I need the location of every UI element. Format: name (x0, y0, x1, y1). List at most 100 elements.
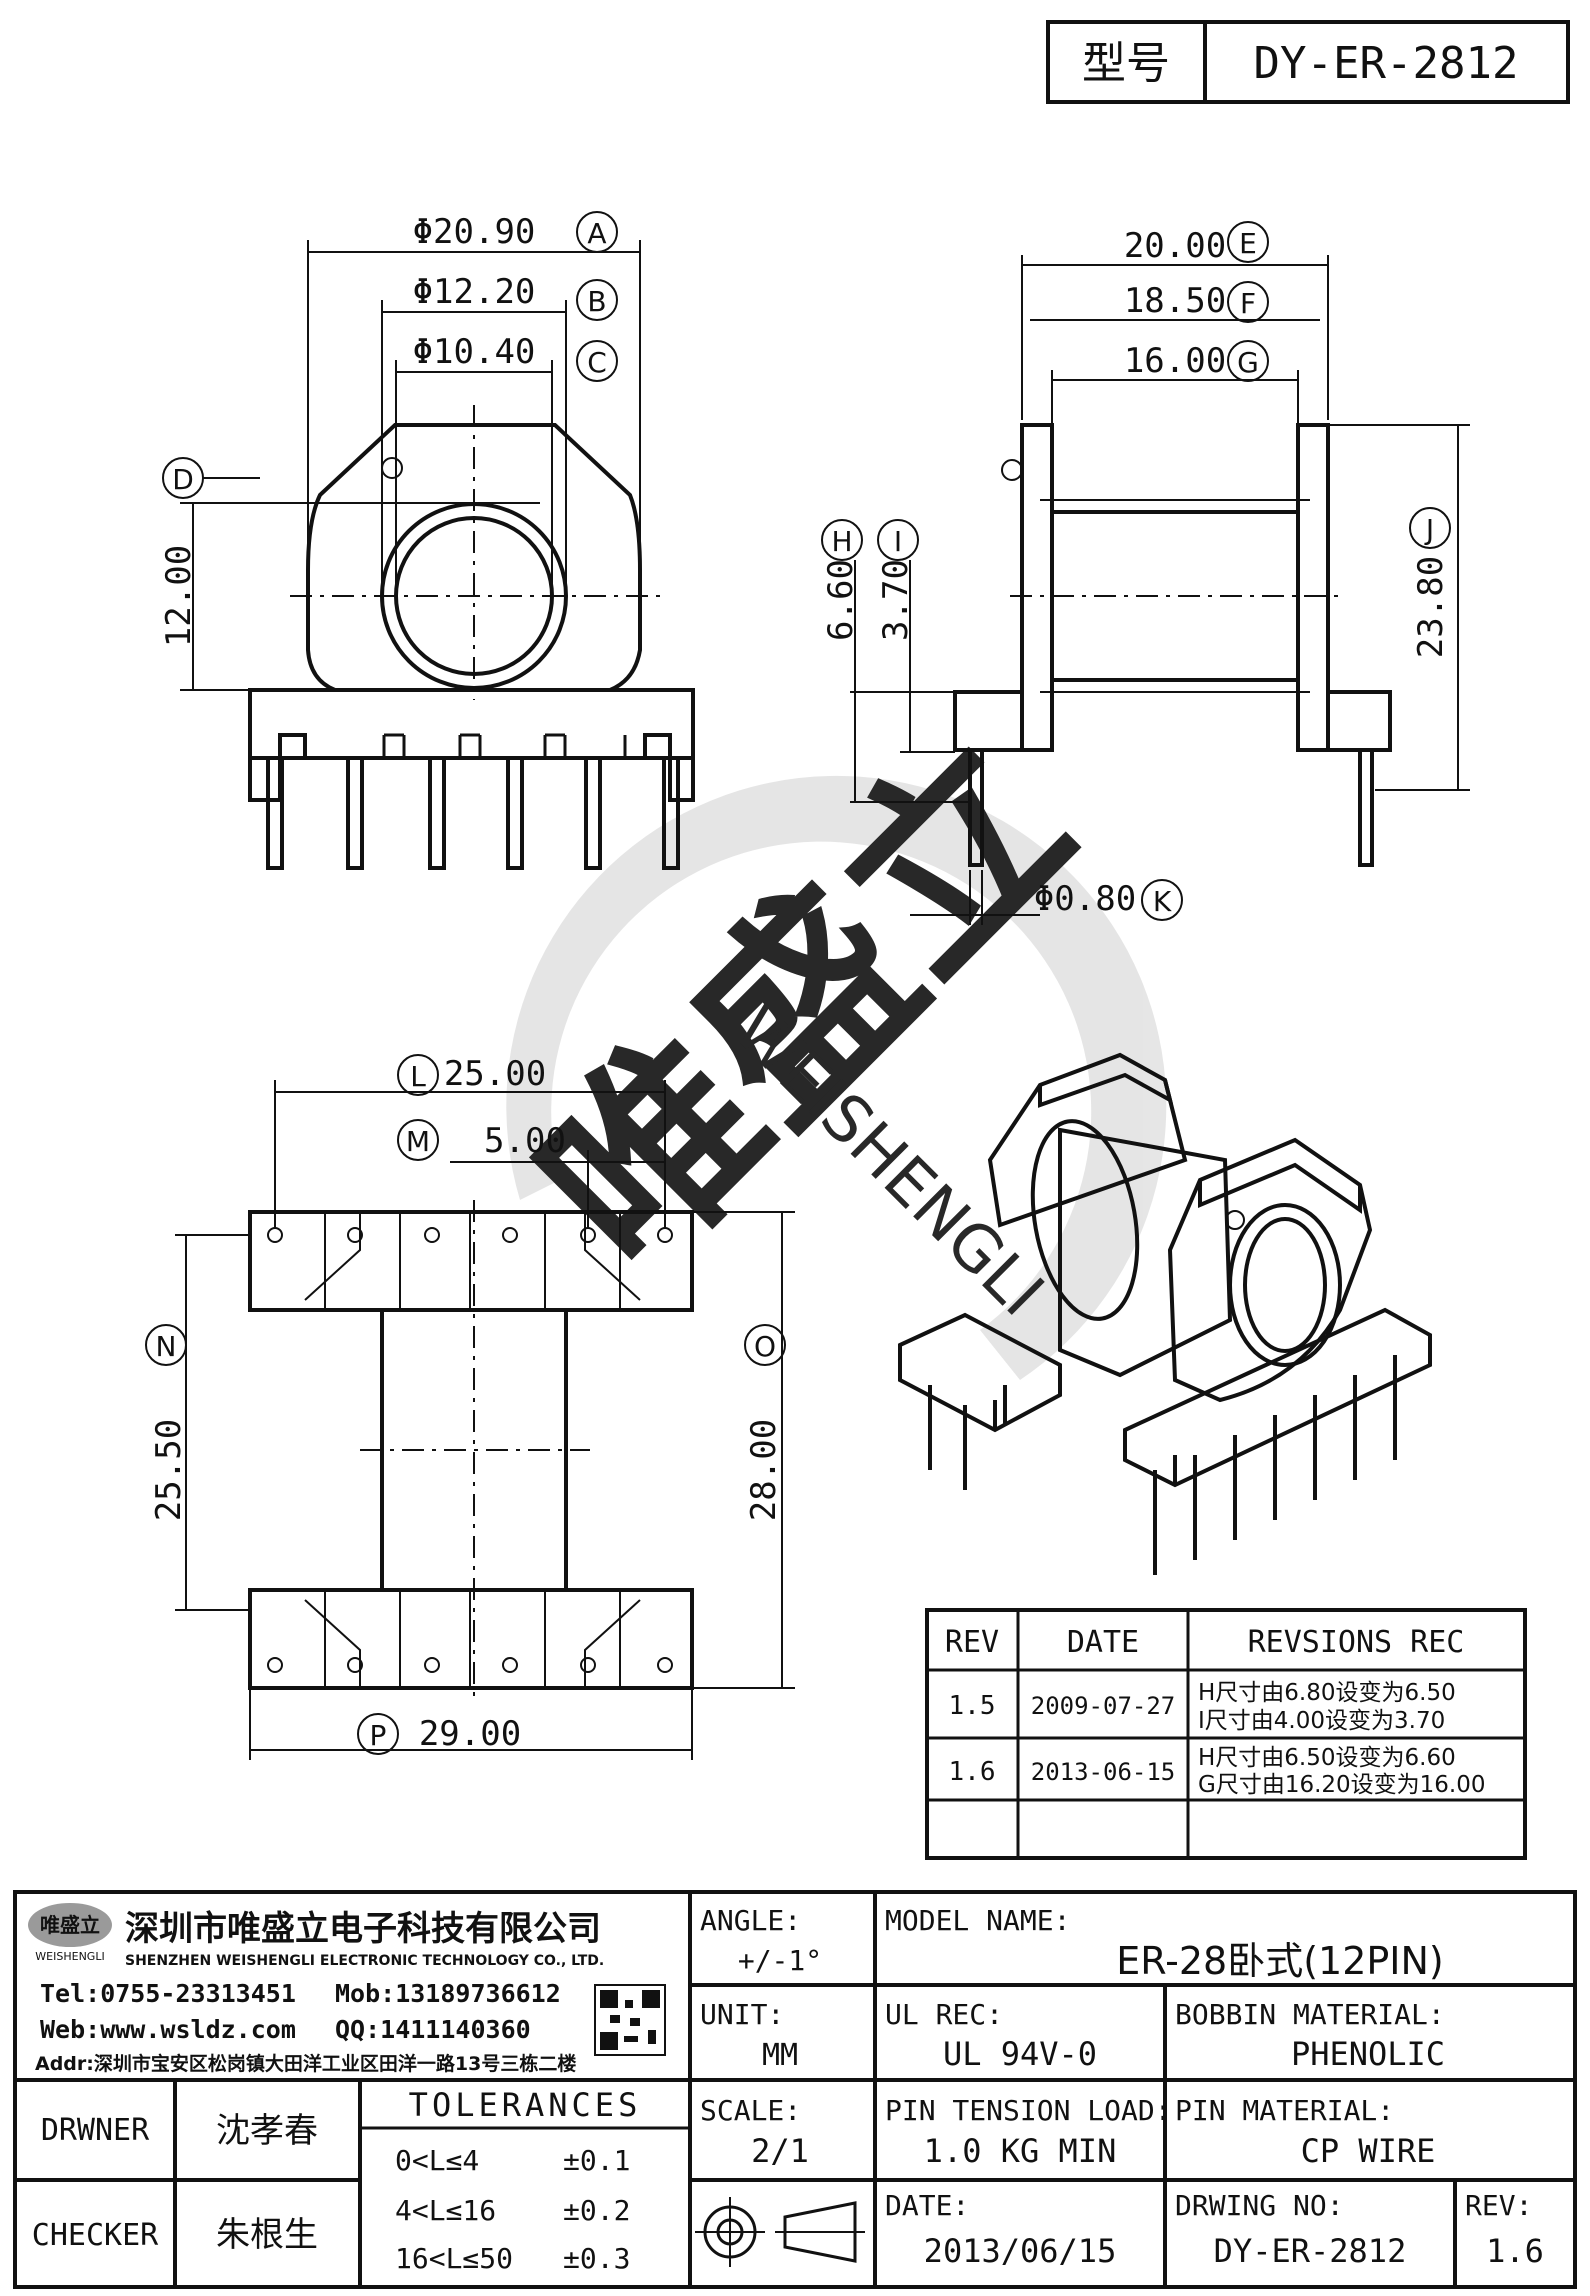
company-name-en: SHENZHEN WEISHENGLI ELECTRONIC TECHNOLOG… (125, 1953, 604, 1969)
pin-material-value: CP WIRE (1301, 2132, 1436, 2170)
revision-table: REV DATE REVSIONS REC 1.5 2009-07-27 H尺寸… (925, 1608, 1527, 1860)
rev-row-2-date: 2013-06-15 (1031, 1758, 1176, 1786)
dim-d-letter: D (172, 463, 194, 496)
rev-row-1-line2: I尺寸由4.00设变为3.70 (1198, 1708, 1445, 1734)
dim-g-letter: G (1237, 346, 1259, 379)
drawing-no-label: DRWING NO: (1175, 2189, 1344, 2222)
dim-h-value: 6.60 (821, 559, 861, 641)
bottom-view: L 25.00 M 5.00 N 25.50 O 28.00 P 29.00 (145, 1054, 795, 1760)
date-value: 2013/06/15 (924, 2232, 1117, 2270)
logo-sub: WEISHENGLI (35, 1950, 104, 1963)
dim-c-value: Φ10.40 (413, 332, 536, 372)
bobbin-material-value: PHENOLIC (1291, 2035, 1445, 2073)
dim-g-value: 16.00 (1124, 341, 1226, 381)
company-qq: QQ:1411140360 (335, 2015, 531, 2044)
watermark: 唯盛立 WEISHENGLI (496, 696, 1167, 1380)
company-web: Web:www.wsldz.com (40, 2015, 296, 2044)
drawer-value: 沈孝春 (216, 2111, 318, 2151)
rev-row-1-rev: 1.5 (949, 1691, 996, 1721)
rev-row-1-line1: H尺寸由6.80设变为6.50 (1198, 1680, 1456, 1706)
pin-material-label: PIN MATERIAL: (1175, 2094, 1394, 2127)
tol-2-range: 4<L≤16 (395, 2194, 496, 2227)
dim-f-value: 18.50 (1124, 281, 1226, 321)
bobbin-material-label: BOBBIN MATERIAL: (1175, 1998, 1445, 2031)
dim-a-value: Φ20.90 (413, 212, 536, 252)
dim-n-value: 25.50 (149, 1419, 189, 1521)
rev-header-rec: REVSIONS REC (1248, 1625, 1465, 1660)
pin-tension-label: PIN TENSION LOAD: (885, 2094, 1172, 2127)
tol-1-range: 0<L≤4 (395, 2144, 479, 2177)
rev-row-1-date: 2009-07-27 (1031, 1692, 1176, 1720)
checker-value: 朱根生 (216, 2215, 318, 2255)
company-mob: Mob:13189736612 (335, 1979, 561, 2008)
rev-header-date: DATE (1067, 1625, 1139, 1660)
dim-o-value: 28.00 (744, 1419, 784, 1521)
isometric-view (898, 1052, 1432, 1575)
date-label: DATE: (885, 2189, 969, 2222)
tolerances-label: TOLERANCES (409, 2086, 642, 2124)
dim-a-letter: A (587, 217, 606, 250)
header-model-box: 型号 DY-ER-2812 (1046, 20, 1570, 104)
model-name-value: ER-28卧式(12PIN) (1116, 1939, 1444, 1983)
dim-m-letter: M (406, 1125, 430, 1158)
drawing-no-value: DY-ER-2812 (1214, 2232, 1407, 2270)
company-name-cn: 深圳市唯盛立电子科技有限公司 (125, 1909, 601, 1949)
dim-p-value: 29.00 (419, 1714, 521, 1754)
model-name-label: MODEL NAME: (885, 1904, 1070, 1937)
dim-j-value: 23.80 (1411, 556, 1451, 658)
front-view: Φ20.90 A Φ12.20 B Φ10.40 C 12.00 D (159, 211, 695, 870)
tol-1-value: ±0.1 (563, 2144, 630, 2177)
rev-header-rev: REV (945, 1625, 999, 1660)
qr-code (594, 1984, 666, 2056)
dim-m-value: 5.00 (484, 1121, 566, 1161)
dim-n-letter: N (156, 1330, 177, 1363)
angle-value: +/-1° (738, 1944, 822, 1977)
angle-label: ANGLE: (700, 1904, 801, 1937)
dim-e-value: 20.00 (1124, 226, 1226, 266)
ul-rec-label: UL REC: (885, 1998, 1003, 2031)
rev-value: 1.6 (1486, 2232, 1544, 2270)
model-value: DY-ER-2812 (1254, 38, 1519, 89)
dim-b-letter: B (587, 285, 606, 318)
dim-o-letter: O (754, 1330, 776, 1363)
rev-row-2-rev: 1.6 (949, 1757, 996, 1787)
dim-h-letter: H (831, 525, 852, 558)
dim-f-letter: F (1240, 287, 1256, 320)
logo-text: 唯盛立 (40, 1913, 100, 1937)
company-logo: 唯盛立 WEISHENGLI (28, 1903, 112, 1963)
side-view: 20.00 E 18.50 F 16.00 G 6.60 H 3.70 I 23… (821, 221, 1470, 925)
title-block: 唯盛立 WEISHENGLI 深圳市唯盛立电子科技有限公司 SHENZHEN W… (15, 1892, 1575, 2287)
dim-b-value: Φ12.20 (413, 272, 536, 312)
company-addr: Addr:深圳市宝安区松岗镇大田洋工业区田洋一路13号三栋二楼 (35, 2052, 576, 2075)
dim-l-letter: L (410, 1060, 426, 1093)
pin-tension-value: 1.0 KG MIN (924, 2132, 1117, 2170)
scale-value: 2/1 (751, 2132, 809, 2170)
tol-3-value: ±0.3 (563, 2242, 630, 2275)
rev-label: REV: (1465, 2189, 1532, 2222)
dim-k-letter: K (1153, 885, 1172, 918)
rev-row-2-line2: G尺寸由16.20设变为16.00 (1198, 1772, 1486, 1798)
drawing-border (13, 1890, 1577, 2289)
dim-k-value: Φ0.80 (1034, 879, 1136, 919)
unit-label: UNIT: (700, 1998, 784, 2031)
dim-i-letter: I (894, 525, 902, 558)
drawer-label: DRWNER (41, 2113, 150, 2148)
checker-label: CHECKER (32, 2218, 159, 2253)
company-tel: Tel:0755-23313451 (40, 1979, 296, 2008)
dim-c-letter: C (587, 346, 607, 379)
dim-l-value: 25.00 (444, 1054, 546, 1094)
dim-p-letter: P (370, 1719, 387, 1752)
tol-3-range: 16<L≤50 (395, 2242, 513, 2275)
tol-2-value: ±0.2 (563, 2194, 630, 2227)
dim-j-letter: J (1424, 513, 1434, 546)
model-label: 型号 (1082, 38, 1170, 89)
scale-label: SCALE: (700, 2094, 801, 2127)
rev-row-2-line1: H尺寸由6.50设变为6.60 (1198, 1745, 1456, 1771)
ul-rec-value: UL 94V-0 (943, 2035, 1097, 2073)
dim-i-value: 3.70 (876, 559, 916, 641)
dim-e-letter: E (1239, 227, 1257, 260)
dim-d-value: 12.00 (159, 545, 199, 647)
unit-value: MM (762, 2038, 798, 2073)
projection-symbol (695, 2197, 865, 2267)
